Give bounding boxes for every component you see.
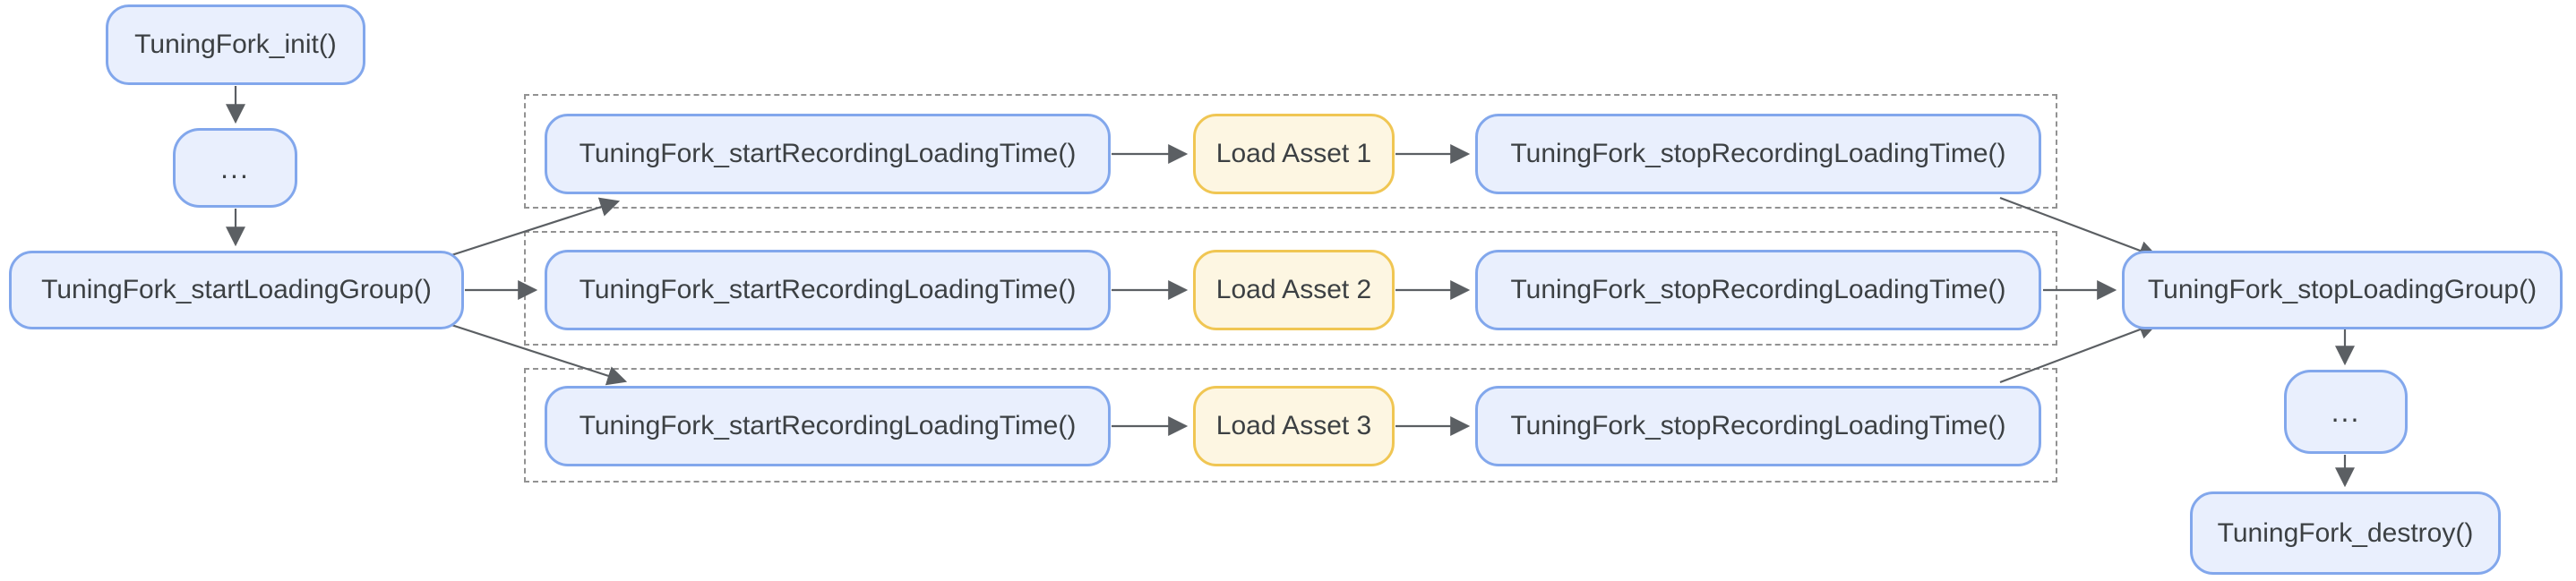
node-ellipsis-top: ... xyxy=(173,128,297,208)
node-row3-start-recording: TuningFork_startRecordingLoadingTime() xyxy=(545,386,1111,466)
node-row1-start-recording: TuningFork_startRecordingLoadingTime() xyxy=(545,114,1111,194)
node-stop-loading-group: TuningFork_stopLoadingGroup() xyxy=(2122,251,2563,329)
node-row1-stop-recording: TuningFork_stopRecordingLoadingTime() xyxy=(1475,114,2041,194)
node-row2-start-recording: TuningFork_startRecordingLoadingTime() xyxy=(545,250,1111,330)
arrow-start-group-to-row3 xyxy=(445,321,628,386)
node-row3-stop-recording: TuningFork_stopRecordingLoadingTime() xyxy=(1475,386,2041,466)
arrow-row3-to-stop-group xyxy=(1999,320,2160,384)
node-row3-load-asset: Load Asset 3 xyxy=(1193,386,1395,466)
arrow-start-group-to-row1 xyxy=(445,197,621,259)
node-row2-load-asset: Load Asset 2 xyxy=(1193,250,1395,330)
arrow-row1-to-stop-group xyxy=(1999,196,2160,261)
node-tuningfork-init: TuningFork_init() xyxy=(106,4,365,85)
node-row2-stop-recording: TuningFork_stopRecordingLoadingTime() xyxy=(1475,250,2041,330)
asset-group-box-1 xyxy=(524,94,2057,209)
node-row1-load-asset: Load Asset 1 xyxy=(1193,114,1395,194)
asset-group-box-3 xyxy=(524,368,2057,483)
node-tuningfork-destroy: TuningFork_destroy() xyxy=(2190,491,2501,575)
node-ellipsis-bottom: ... xyxy=(2284,370,2408,454)
node-start-loading-group: TuningFork_startLoadingGroup() xyxy=(9,251,464,329)
